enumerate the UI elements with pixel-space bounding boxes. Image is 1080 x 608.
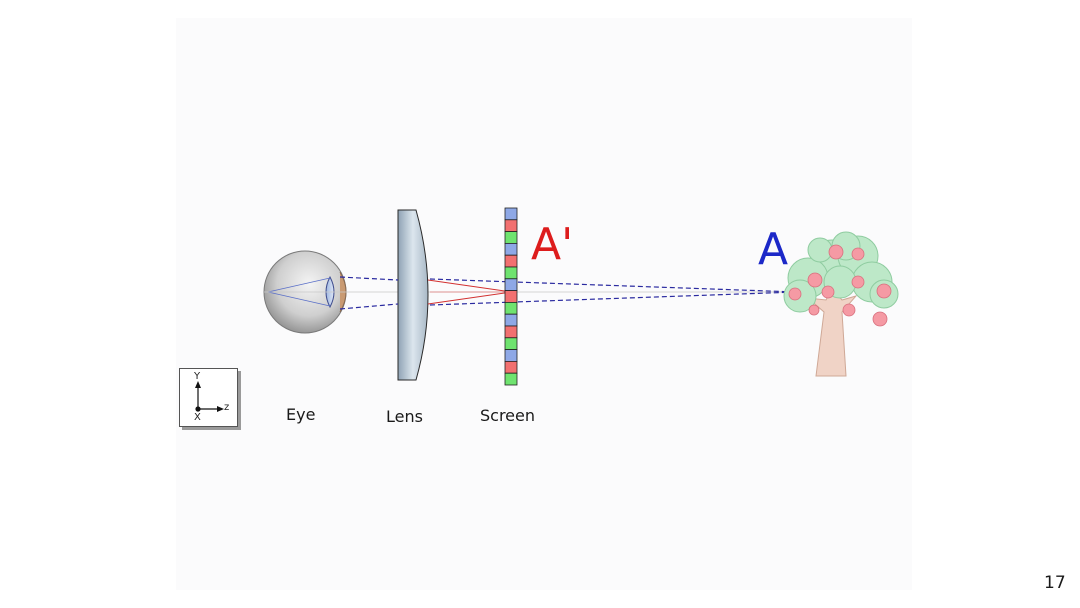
screen-label: Screen — [480, 406, 536, 425]
screen-pixel — [504, 301, 518, 315]
screen-pixel — [504, 349, 518, 362]
virtual-image-label: A' — [531, 219, 574, 270]
screen-pixel — [504, 337, 518, 350]
screen-pixel — [504, 219, 518, 233]
axes-icon — [195, 381, 224, 412]
screen-pixel — [504, 313, 518, 327]
pixel-screen — [504, 207, 518, 386]
screen-pixel — [504, 231, 518, 244]
screen-pixel — [504, 278, 518, 291]
object-rays — [339, 276, 797, 310]
screen-pixel — [504, 207, 518, 221]
screen-pixel — [504, 242, 518, 256]
screen-pixel — [504, 325, 518, 339]
image-rays — [427, 279, 513, 305]
axis-indicator: Y z X — [179, 368, 238, 427]
tree-icon — [783, 231, 899, 377]
lens-label: Lens — [386, 407, 423, 426]
axis-label-x: X — [194, 412, 201, 423]
screen-pixel — [504, 372, 518, 386]
object-label: A — [758, 224, 789, 275]
screen-pixel — [504, 360, 518, 374]
lens-icon — [397, 209, 429, 381]
screen-pixel — [504, 266, 518, 280]
axis-label-z: z — [224, 402, 230, 413]
page-number: 17 — [1044, 573, 1066, 593]
screen-pixel — [504, 254, 518, 268]
axis-label-y: Y — [194, 371, 201, 382]
screen-pixel — [504, 290, 518, 303]
eye-label: Eye — [286, 405, 316, 424]
